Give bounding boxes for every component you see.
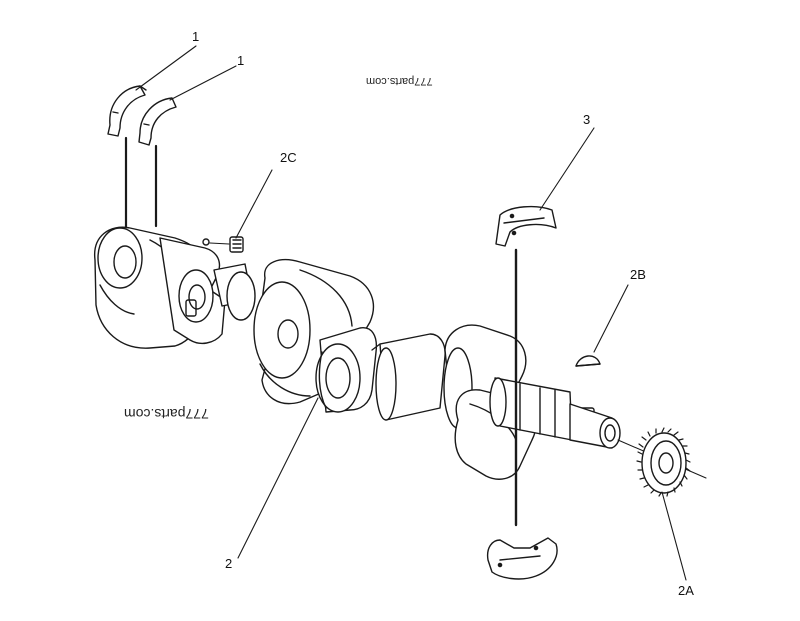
callout-2C: 2C <box>280 150 297 165</box>
watermark-top: 777parts.com <box>366 75 433 87</box>
main-bearing-lower <box>486 537 558 580</box>
callout-2: 2 <box>225 556 233 571</box>
watermark-middle: 777parts.com <box>124 406 209 422</box>
main-bearing-upper <box>495 205 557 247</box>
crankshaft <box>94 226 621 480</box>
crankshaft-gear <box>636 427 691 497</box>
leader-lines <box>135 45 687 581</box>
woodruff-key <box>575 355 601 367</box>
callout-2A: 2A <box>678 583 694 598</box>
callout-1-upper: 1 <box>192 29 200 44</box>
callout-1-lower: 1 <box>237 53 245 68</box>
callout-3: 3 <box>583 112 591 127</box>
callout-2B: 2B <box>630 267 646 282</box>
thrust-washer-upper-right <box>138 97 177 146</box>
